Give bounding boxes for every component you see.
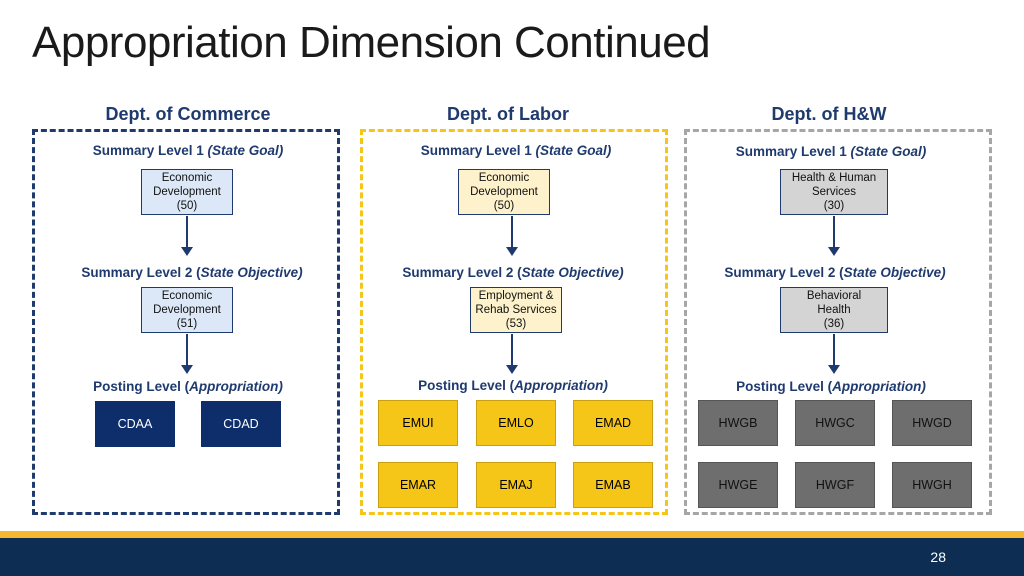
footer-gold-band xyxy=(0,531,1024,538)
posting-emui: EMUI xyxy=(378,400,458,446)
labor-arrow-2 xyxy=(506,334,518,374)
posting-emab: EMAB xyxy=(573,462,653,508)
hw-summary-level-2-label: Summary Level 2 (State Objective) xyxy=(724,265,946,280)
labor-level-1-node: Economic Development (50) xyxy=(458,169,550,215)
posting-hwgb: HWGB xyxy=(698,400,778,446)
commerce-summary-level-1-label: Summary Level 1 (State Goal) xyxy=(92,143,284,158)
posting-cdad: CDAD xyxy=(201,401,281,447)
panel-hw xyxy=(684,129,992,515)
dept-title-hw: Dept. of H&W xyxy=(771,104,887,124)
posting-emar: EMAR xyxy=(378,462,458,508)
commerce-level-2-node: Economic Development (51) xyxy=(141,287,233,333)
posting-emad: EMAD xyxy=(573,400,653,446)
hw-posting-level-label: Posting Level (Appropriation) xyxy=(736,379,926,394)
posting-cdaa: CDAA xyxy=(95,401,175,447)
hw-arrow-1 xyxy=(828,216,840,256)
posting-hwgd: HWGD xyxy=(892,400,972,446)
labor-level-2-node: Employment & Rehab Services (53) xyxy=(470,287,562,333)
dept-title-labor: Dept. of Labor xyxy=(447,104,569,124)
labor-posting-level-label: Posting Level (Appropriation) xyxy=(418,378,608,393)
dept-title-commerce: Dept. of Commerce xyxy=(105,104,271,124)
commerce-posting-level-label: Posting Level (Appropriation) xyxy=(93,379,283,394)
slide-title: Appropriation Dimension Continued xyxy=(32,18,711,67)
page-number: 28 xyxy=(930,549,946,565)
commerce-summary-level-2-label: Summary Level 2 (State Objective) xyxy=(81,265,303,280)
posting-emaj: EMAJ xyxy=(476,462,556,508)
posting-hwgf: HWGF xyxy=(795,462,875,508)
commerce-level-1-node: Economic Development (50) xyxy=(141,169,233,215)
labor-summary-level-1-label: Summary Level 1 (State Goal) xyxy=(420,143,612,158)
panel-commerce xyxy=(32,129,340,515)
commerce-arrow-1 xyxy=(181,216,193,256)
posting-emlo: EMLO xyxy=(476,400,556,446)
posting-hwge: HWGE xyxy=(698,462,778,508)
panel-labor xyxy=(360,129,668,515)
labor-arrow-1 xyxy=(506,216,518,256)
posting-hwgc: HWGC xyxy=(795,400,875,446)
commerce-arrow-2 xyxy=(181,334,193,374)
hw-level-1-node: Health & Human Services (30) xyxy=(780,169,888,215)
footer-navy-band xyxy=(0,538,1024,576)
posting-hwgh: HWGH xyxy=(892,462,972,508)
hw-arrow-2 xyxy=(828,334,840,374)
labor-summary-level-2-label: Summary Level 2 (State Objective) xyxy=(402,265,624,280)
hw-level-2-node: Behavioral Health (36) xyxy=(780,287,888,333)
hw-summary-level-1-label: Summary Level 1 (State Goal) xyxy=(735,144,927,159)
